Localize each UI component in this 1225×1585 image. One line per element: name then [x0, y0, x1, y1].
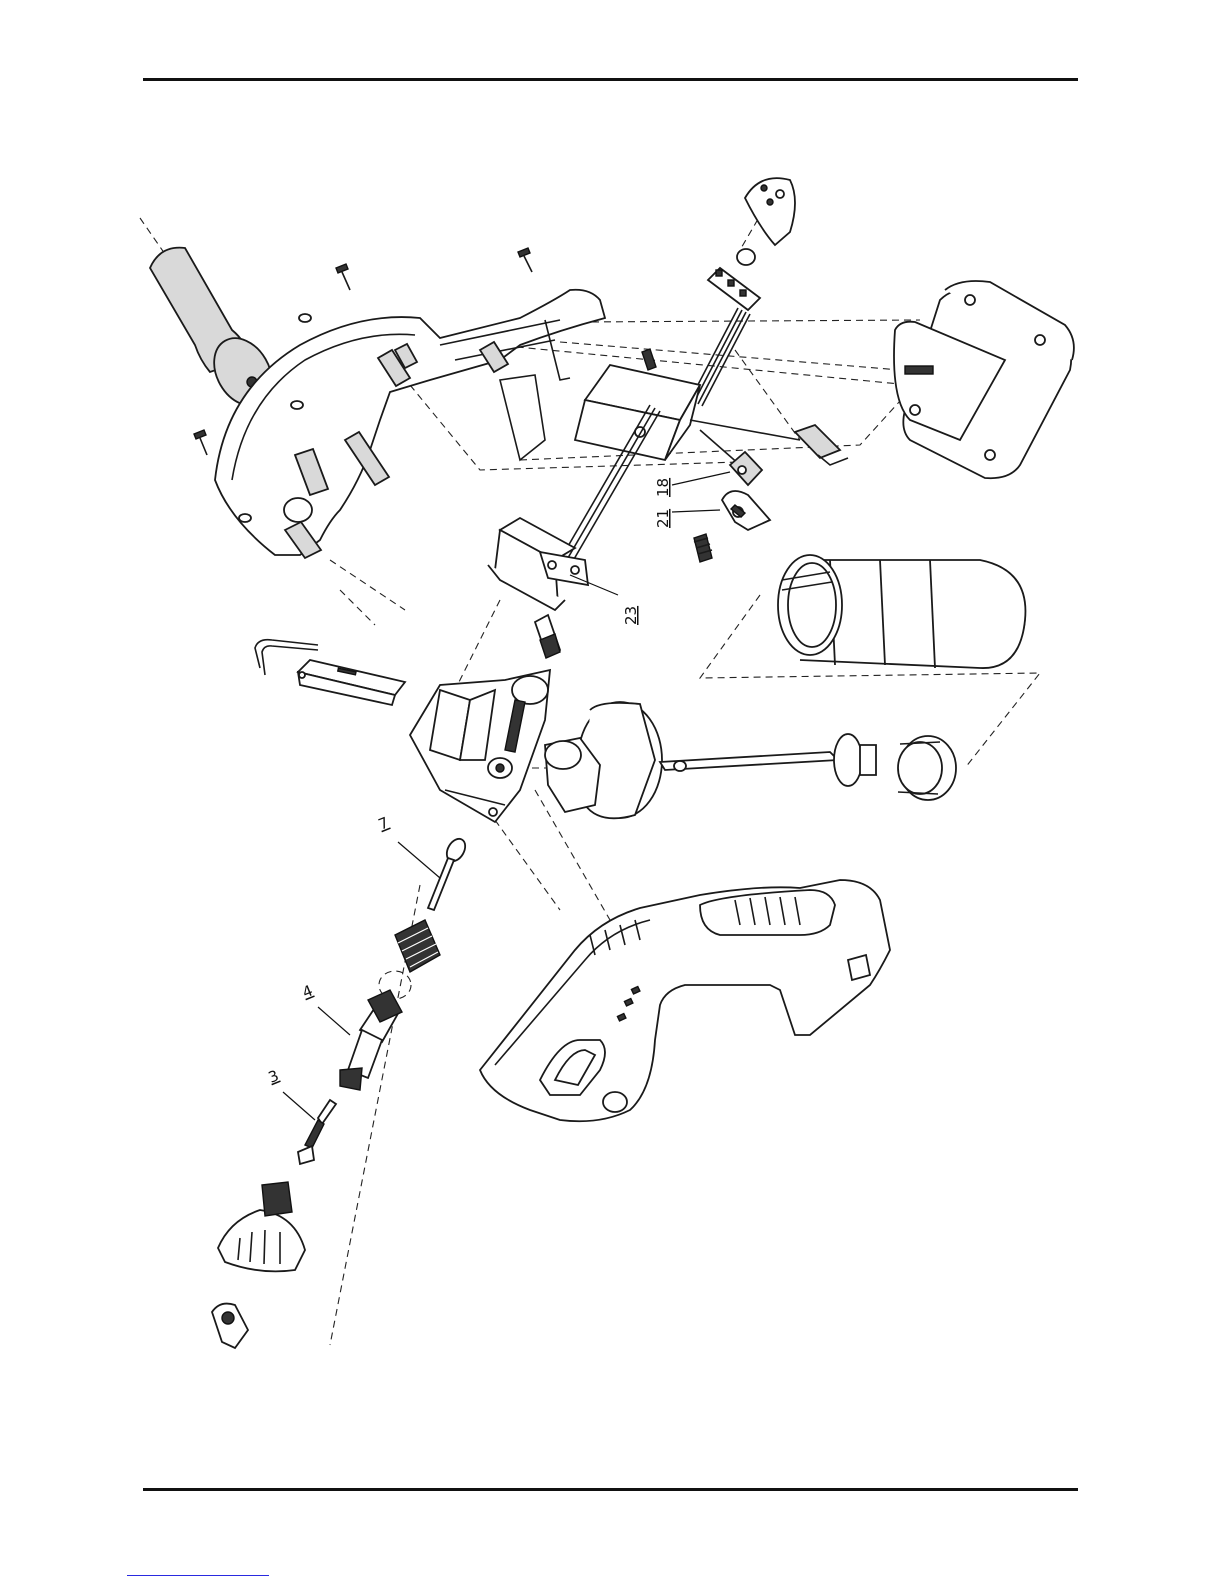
nozzle-tube	[340, 990, 402, 1090]
valve-spring	[379, 920, 440, 999]
micro-switch-right	[795, 425, 848, 465]
callout-23: 23	[622, 606, 640, 625]
slider-block	[298, 660, 405, 705]
main-housing	[215, 290, 605, 558]
screw-middle	[518, 248, 532, 272]
trigger-lever	[722, 491, 770, 530]
pump-body	[410, 670, 550, 822]
trigger-switch	[730, 452, 762, 485]
screw-lower	[194, 430, 207, 455]
lever-spring	[694, 534, 712, 562]
nozzle-guard	[218, 1182, 305, 1271]
filter	[898, 736, 956, 800]
front-housing	[480, 880, 890, 1121]
paint-container	[778, 555, 1025, 668]
nozzle-tip	[212, 1304, 248, 1348]
battery-pack	[894, 281, 1074, 478]
switch-housing	[488, 518, 588, 610]
screw-left	[336, 264, 350, 290]
callout-21: 21	[654, 509, 672, 528]
control-module	[560, 349, 800, 566]
callout-3: 3	[266, 1066, 282, 1086]
container-lid	[545, 702, 876, 818]
callout-4: 4	[300, 981, 316, 1001]
indicator-cap	[737, 178, 795, 265]
callout-7: 7	[376, 813, 392, 833]
callout-18: 18	[654, 478, 672, 497]
nozzle-insert	[535, 615, 560, 658]
